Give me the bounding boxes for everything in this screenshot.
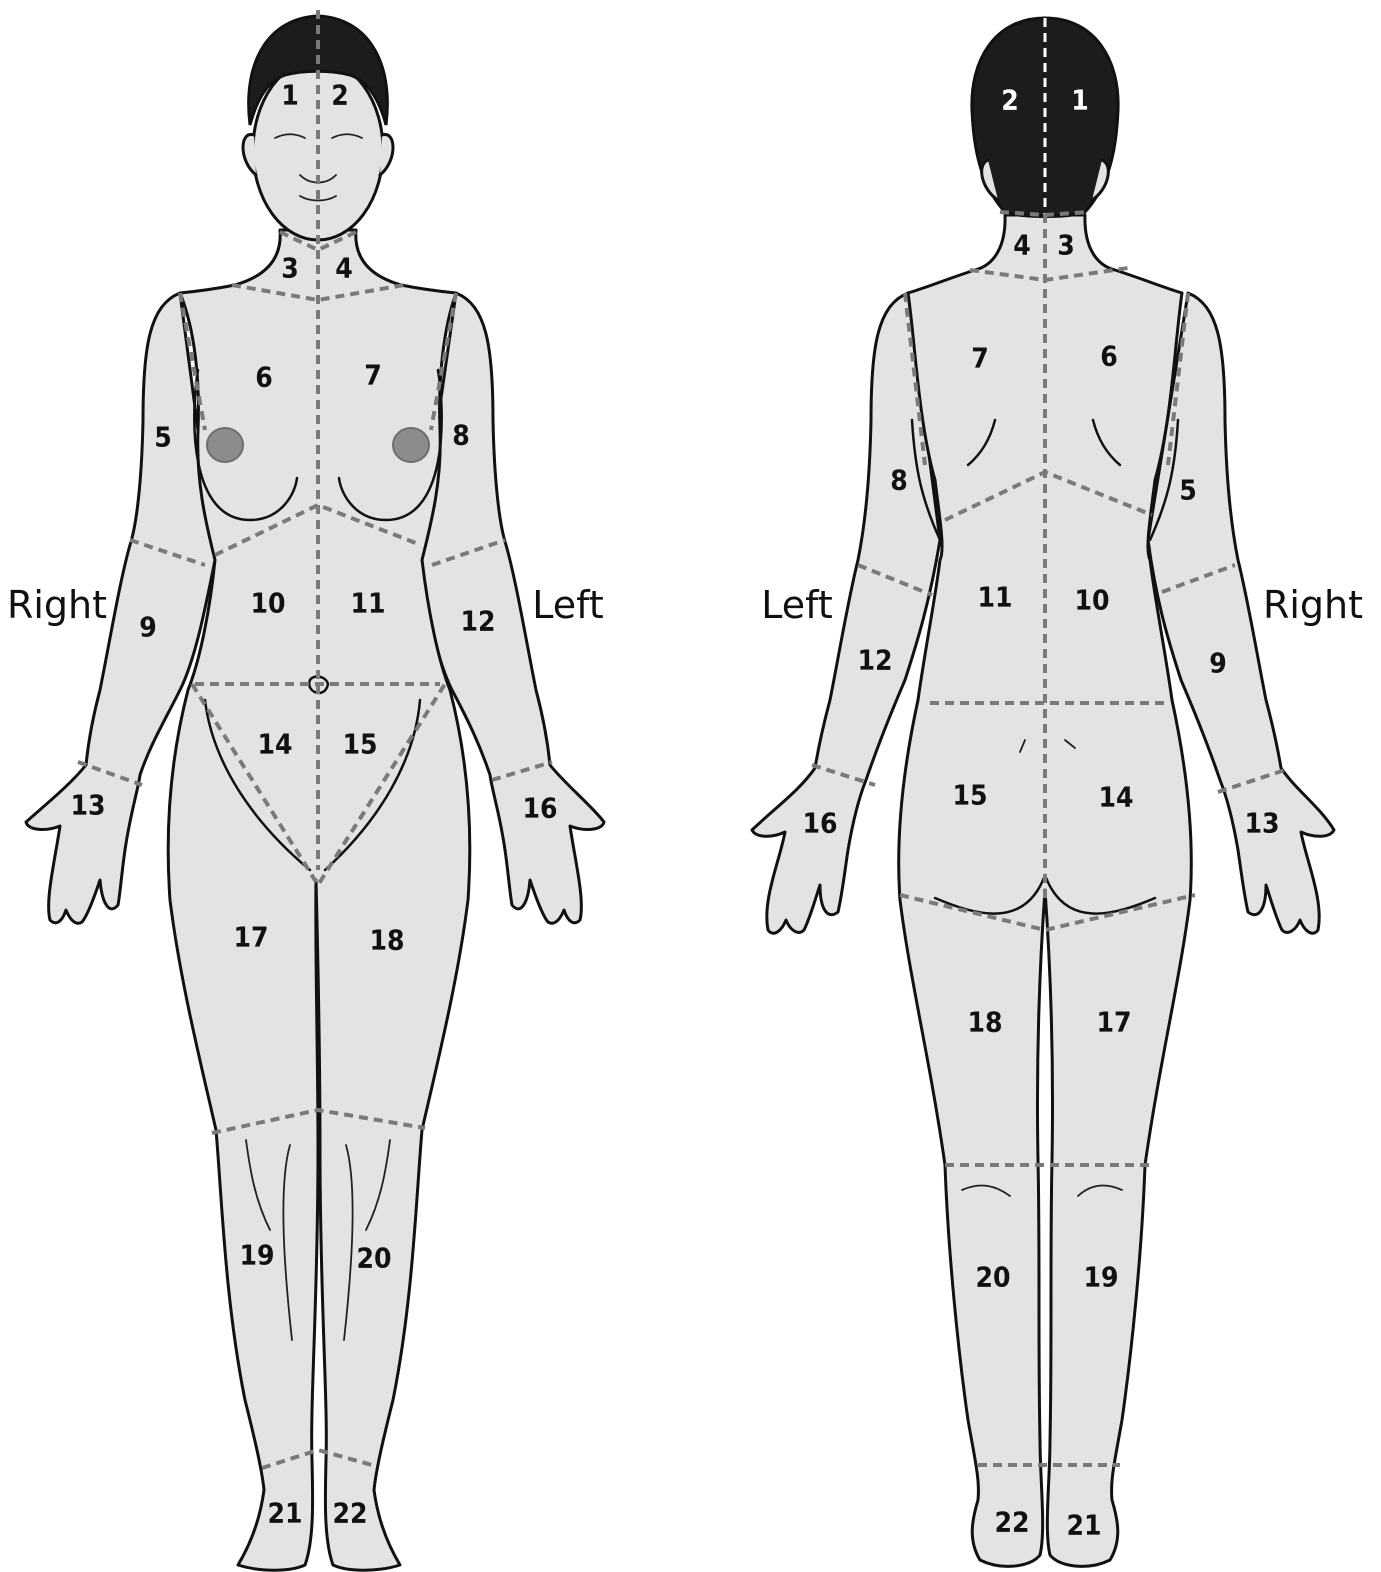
front-region-11: 11 bbox=[350, 587, 385, 620]
front-region-2: 2 bbox=[331, 79, 349, 112]
back-region-10: 10 bbox=[1074, 584, 1109, 617]
back-region-22: 22 bbox=[994, 1506, 1029, 1539]
front-right-side-label: Right bbox=[7, 583, 107, 627]
front-region-8: 8 bbox=[452, 419, 470, 452]
back-region-19: 19 bbox=[1083, 1261, 1118, 1294]
front-region-3: 3 bbox=[281, 252, 299, 285]
front-region-9: 9 bbox=[139, 611, 157, 644]
back-region-20: 20 bbox=[975, 1261, 1010, 1294]
back-region-14: 14 bbox=[1098, 781, 1133, 814]
back-region-4: 4 bbox=[1013, 229, 1031, 262]
front-region-17: 17 bbox=[233, 921, 268, 954]
front-view bbox=[26, 10, 604, 1570]
back-region-15: 15 bbox=[952, 779, 987, 812]
front-region-19: 19 bbox=[239, 1239, 274, 1272]
front-region-13: 13 bbox=[70, 789, 105, 822]
back-region-13: 13 bbox=[1244, 807, 1279, 840]
back-region-2: 2 bbox=[1001, 84, 1019, 117]
back-region-5: 5 bbox=[1179, 474, 1197, 507]
back-region-6: 6 bbox=[1100, 340, 1118, 373]
front-region-14: 14 bbox=[257, 728, 292, 761]
back-region-3: 3 bbox=[1057, 229, 1075, 262]
back-left-side-label: Left bbox=[761, 583, 833, 627]
front-region-21: 21 bbox=[267, 1497, 302, 1530]
front-region-12: 12 bbox=[460, 605, 495, 638]
back-right-side-label: Right bbox=[1263, 583, 1363, 627]
front-region-22: 22 bbox=[332, 1497, 367, 1530]
front-right-ear bbox=[243, 134, 256, 175]
front-region-6: 6 bbox=[255, 361, 273, 394]
front-region-15: 15 bbox=[342, 728, 377, 761]
front-left-side-label: Left bbox=[532, 583, 604, 627]
front-region-1: 1 bbox=[281, 79, 299, 112]
front-region-18: 18 bbox=[369, 924, 404, 957]
back-region-17: 17 bbox=[1096, 1006, 1131, 1039]
back-region-11: 11 bbox=[977, 581, 1012, 614]
front-left-ear bbox=[380, 134, 393, 175]
back-region-21: 21 bbox=[1066, 1509, 1101, 1542]
back-region-1: 1 bbox=[1071, 84, 1089, 117]
back-view bbox=[752, 18, 1334, 1566]
front-region-16: 16 bbox=[522, 792, 557, 825]
back-region-12: 12 bbox=[857, 644, 892, 677]
back-region-16: 16 bbox=[802, 807, 837, 840]
front-region-5: 5 bbox=[154, 421, 172, 454]
front-region-10: 10 bbox=[250, 587, 285, 620]
front-region-4: 4 bbox=[335, 252, 353, 285]
back-region-18: 18 bbox=[967, 1006, 1002, 1039]
front-region-20: 20 bbox=[356, 1242, 391, 1275]
back-region-9: 9 bbox=[1209, 647, 1227, 680]
front-region-7: 7 bbox=[364, 359, 382, 392]
back-region-8: 8 bbox=[890, 464, 908, 497]
back-region-7: 7 bbox=[971, 342, 989, 375]
